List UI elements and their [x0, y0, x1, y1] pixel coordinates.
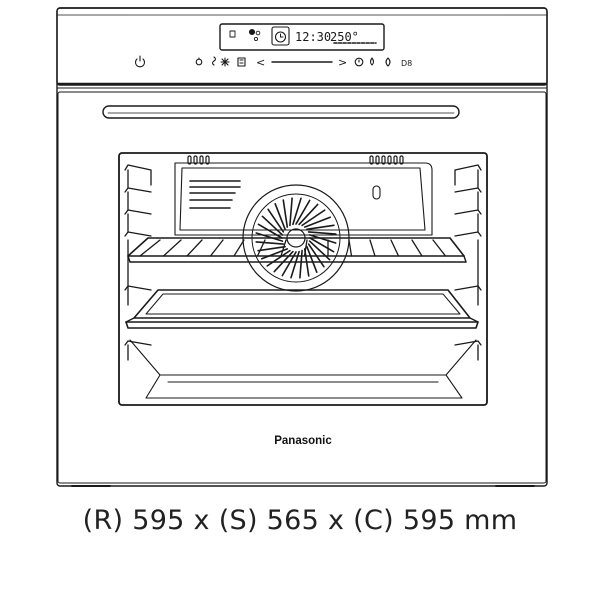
cavity-floor: [129, 339, 477, 399]
flame-button[interactable]: [385, 57, 391, 67]
timer-button[interactable]: [354, 57, 364, 67]
program-icon: [229, 30, 236, 38]
rack-bar: [432, 239, 447, 257]
fan-blade: [303, 216, 332, 228]
fan-blade: [282, 199, 289, 228]
slider-left-arrow[interactable]: <: [256, 56, 265, 69]
rack-bar: [162, 239, 182, 257]
defrost-button[interactable]: [220, 57, 230, 67]
fan-blade: [306, 224, 335, 231]
oven-cavity: [174, 155, 433, 236]
wire-rack: [127, 237, 467, 263]
rack-rails-right: [454, 164, 482, 361]
menu-button[interactable]: [237, 57, 246, 67]
fan-blade: [295, 199, 311, 225]
rack-bar: [233, 239, 245, 257]
fan-blade: [274, 203, 286, 231]
fan-blade: [309, 237, 335, 253]
fan-blade: [257, 223, 283, 239]
fan-blade: [267, 208, 285, 233]
fan-blade: [255, 232, 284, 242]
option-button-label[interactable]: D8: [401, 59, 412, 68]
fan-blade: [261, 215, 284, 236]
fan-icon: [248, 28, 256, 36]
rack-bar: [280, 239, 287, 257]
fan-blade: [266, 249, 291, 267]
display-temperature: 250°: [330, 30, 359, 44]
control-panel: [56, 7, 548, 89]
steam-button[interactable]: [211, 56, 217, 66]
drop-button[interactable]: [369, 57, 375, 66]
door-window: [118, 152, 488, 406]
fan-blade: [257, 245, 286, 252]
rack-bar: [369, 239, 376, 257]
alarm-clock-icon: [271, 26, 290, 46]
slider-right-arrow[interactable]: >: [338, 56, 347, 69]
rack-bar: [186, 239, 203, 257]
rack-bar: [390, 239, 400, 257]
rack-bar: [256, 239, 266, 257]
rack-rails-left: [124, 164, 152, 361]
dimensions-caption: (R) 595 x (S) 565 x (C) 595 mm: [82, 505, 518, 536]
fan-blade: [298, 203, 319, 226]
oven-diagram: 12:30 250° < > D8 Panasonic: [56, 7, 548, 487]
fan-blade: [299, 249, 303, 279]
oven-body: [56, 7, 548, 487]
fan-blade: [301, 209, 326, 227]
power-button[interactable]: [134, 55, 146, 68]
fan-blade: [308, 234, 337, 244]
fan-blade: [307, 231, 337, 235]
brand-logo: Panasonic: [274, 435, 332, 447]
display-time: 12:30: [295, 30, 331, 44]
rack-bar: [303, 239, 308, 257]
lcd-display: [219, 23, 385, 51]
light-button[interactable]: [195, 57, 203, 66]
baking-tray: [125, 289, 479, 329]
rack-bar: [209, 239, 224, 257]
fan-blade: [255, 241, 285, 245]
fan-blade: [292, 197, 302, 226]
door-handle: [102, 105, 460, 119]
fan-blade: [289, 197, 293, 227]
rack-bar: [411, 239, 423, 257]
door: [57, 91, 547, 484]
rack-bar: [139, 239, 161, 257]
rack-bar: [348, 239, 353, 257]
fan-blade: [306, 245, 318, 274]
